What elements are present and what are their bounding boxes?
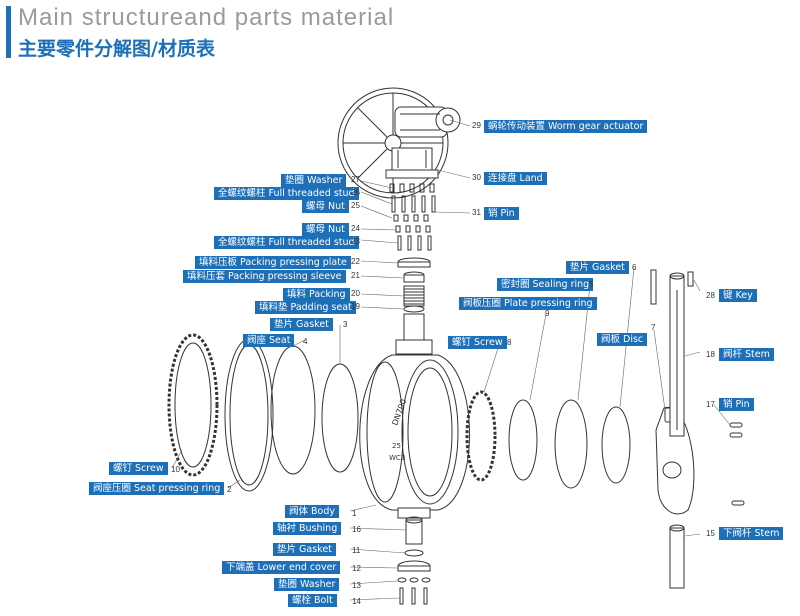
label-27-washer: 垫圈 Washer — [281, 174, 347, 187]
key — [650, 269, 694, 305]
label-18-stem: 阀杆 Stem — [719, 348, 774, 361]
num-18: 18 — [706, 350, 715, 359]
label-21-packing-pressing-sleeve: 填料压套 Packing pressing sleeve — [183, 270, 346, 283]
label-11-gasket: 垫片 Gasket — [273, 543, 336, 556]
label-2-seat-pressing-ring: 阀座压圈 Seat pressing ring — [89, 482, 225, 495]
num-15: 15 — [706, 529, 715, 538]
label-9-plate-pressing-ring-cn: 阀板压圈 Plate pressing ring — [459, 297, 597, 310]
num-22: 22 — [351, 257, 360, 266]
num-25: 25 — [351, 201, 360, 210]
num-8: 8 — [507, 338, 512, 347]
num-2: 2 — [227, 485, 232, 494]
num-12: 12 — [352, 564, 361, 573]
screw-ring-8 — [465, 390, 497, 482]
num-4: 4 — [303, 337, 308, 346]
label-5-sealing-ring: 密封圈 Sealing ring — [497, 278, 594, 291]
plate-pressing-ring — [508, 399, 538, 481]
num-17: 17 — [706, 400, 715, 409]
label-20-packing: 填料 Packing — [283, 288, 350, 301]
num-6: 6 — [632, 263, 637, 272]
label-15-lower-stem: 下阀杆 Stem — [719, 527, 784, 540]
title-english: Main structureand parts material — [18, 4, 395, 31]
num-1: 1 — [352, 509, 357, 518]
body-marking-line3: WCB — [389, 454, 406, 462]
title-chinese: 主要零件分解图/材质表 — [18, 38, 215, 60]
num-5: 5 — [589, 280, 594, 289]
seat-pressing-ring — [167, 333, 219, 477]
body-marking-line2: 25 — [392, 442, 401, 450]
label-6-gasket: 垫片 Gasket — [566, 261, 629, 274]
gasket-11 — [404, 549, 424, 557]
gasket-6 — [601, 406, 631, 484]
label-25-nut: 螺母 Nut — [302, 200, 349, 213]
num-11: 11 — [352, 546, 361, 555]
washers-and-bolts — [397, 577, 431, 605]
gasket-3 — [321, 363, 359, 473]
bushing — [405, 516, 423, 545]
label-29-worm-gear-actuator: 蜗轮传动装置 Worm gear actuator — [484, 120, 648, 133]
seat — [270, 345, 316, 475]
label-1-body: 阀体 Body — [285, 505, 340, 518]
label-14-bolt: 螺栓 Bolt — [288, 594, 337, 607]
label-30-land: 连接盘 Land — [484, 172, 547, 185]
upper-bolt-set — [389, 183, 436, 222]
label-31-pin: 销 Pin — [484, 207, 519, 220]
num-3: 3 — [343, 320, 348, 329]
num-16: 16 — [352, 525, 361, 534]
lower-end-cover — [397, 560, 431, 572]
num-20: 20 — [351, 289, 360, 298]
pins — [729, 422, 745, 506]
lower-stem — [669, 524, 685, 589]
label-12-lower-end-cover: 下端盖 Lower end cover — [222, 561, 341, 574]
label-24-nut: 螺母 Nut — [302, 223, 349, 236]
land-flange — [385, 147, 439, 179]
label-7-disc: 阀板 Disc — [597, 333, 648, 346]
label-28-key: 键 Key — [719, 289, 757, 302]
packing-pressing-plate — [397, 257, 431, 283]
num-9: 9 — [545, 309, 550, 318]
seat-ring — [224, 338, 274, 492]
valve-body — [359, 313, 470, 519]
num-14: 14 — [352, 597, 361, 606]
label-8-screw: 螺钉 Screw — [448, 336, 507, 349]
num-28: 28 — [706, 291, 715, 300]
worm-gear-actuator — [337, 87, 461, 199]
num-13: 13 — [352, 581, 361, 590]
label-19-padding-seat: 填料垫 Padding seat — [255, 301, 356, 314]
label-13-washer: 垫圈 Washer — [274, 578, 340, 591]
label-22-packing-pressing-plate: 填料压板 Packing pressing plate — [195, 256, 351, 269]
num-10: 10 — [171, 465, 180, 474]
header-accent-bar — [6, 6, 11, 58]
num-29: 29 — [472, 121, 481, 130]
label-3-gasket: 垫片 Gasket — [270, 318, 333, 331]
num-30: 30 — [472, 173, 481, 182]
label-4-seat: 阀座 Seat — [243, 334, 295, 347]
label-10-screw: 螺钉 Screw — [109, 462, 168, 475]
num-23: 23 — [351, 237, 360, 246]
label-16-bushing: 轴衬 Bushing — [273, 522, 342, 535]
num-27: 27 — [351, 175, 360, 184]
num-26: 26 — [351, 188, 360, 197]
sealing-ring — [554, 399, 588, 489]
num-31: 31 — [472, 208, 481, 217]
lower-bolt-set — [395, 225, 432, 251]
packing — [403, 285, 425, 313]
num-7: 7 — [651, 323, 656, 332]
num-21: 21 — [351, 271, 360, 280]
label-26-full-threaded-stud: 全螺纹螺柱 Full threaded stud — [214, 187, 359, 200]
num-19: 19 — [351, 302, 360, 311]
stem — [669, 272, 685, 437]
label-17-pin: 销 Pin — [719, 398, 754, 411]
num-24: 24 — [351, 224, 360, 233]
label-23-full-threaded-stud: 全螺纹螺柱 Full threaded stud — [214, 236, 359, 249]
